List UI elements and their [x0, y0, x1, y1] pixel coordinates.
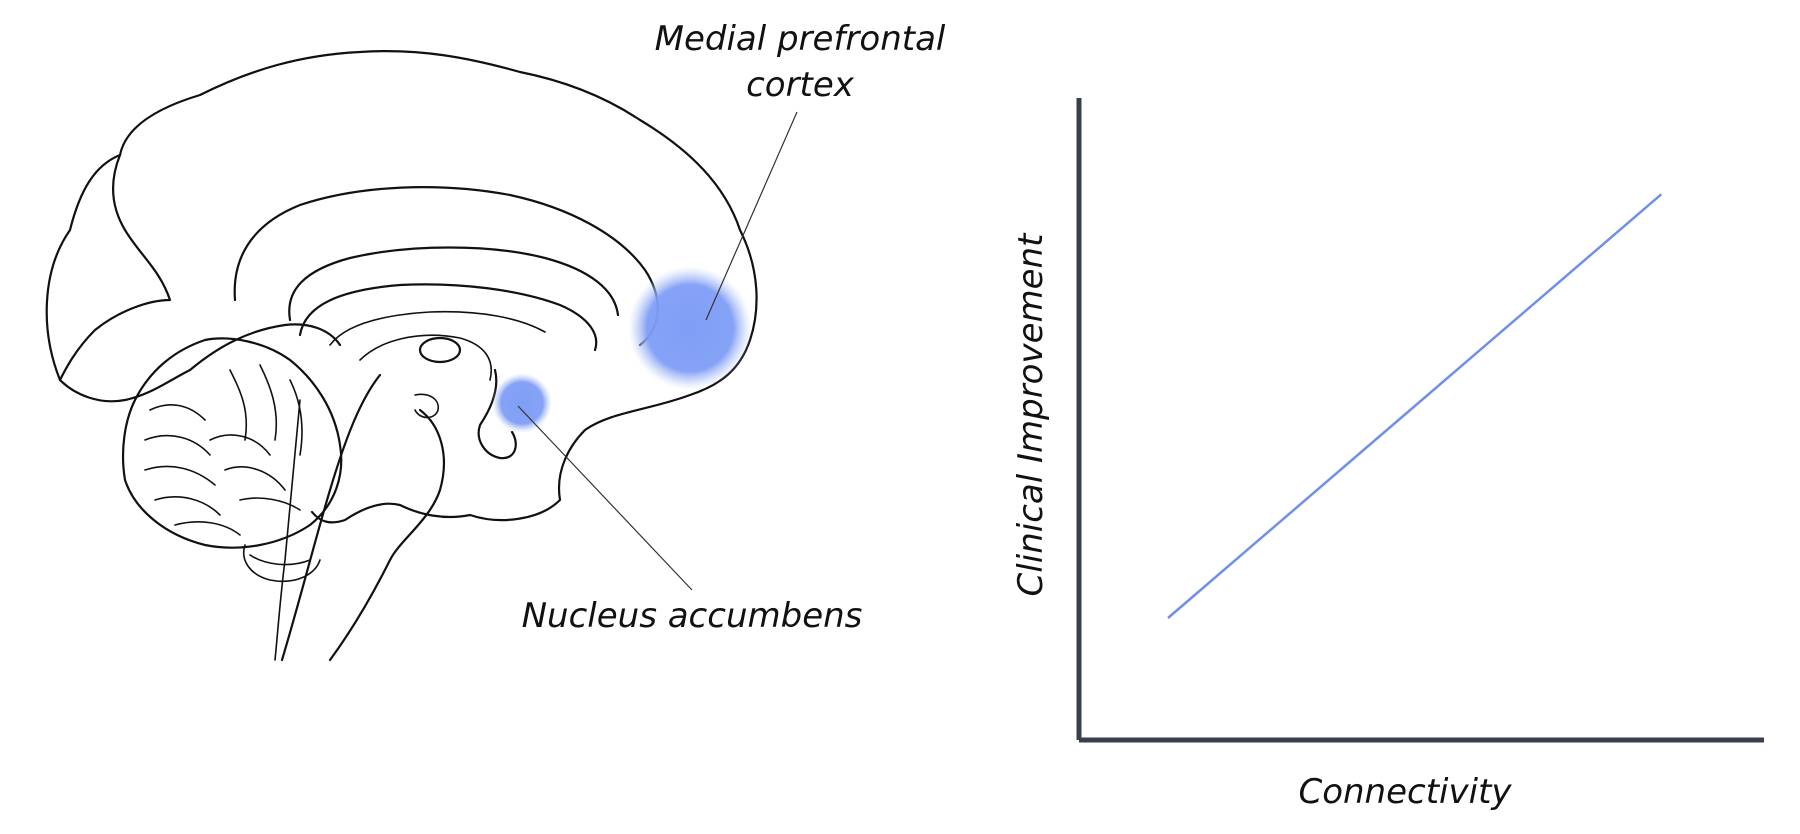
cingulate-gyrus	[233, 186, 659, 347]
series-layer	[1167, 193, 1663, 619]
fornix	[359, 334, 492, 381]
x-axis-label: Connectivity	[1298, 772, 1512, 812]
temporal-lobe	[58, 323, 342, 403]
occipital-lobe	[58, 153, 172, 382]
mpfc-highlight	[628, 266, 752, 390]
cerebellum-folia	[144, 364, 303, 536]
brainstem-front	[328, 408, 445, 662]
nucleus-accumbens-highlight	[492, 373, 552, 433]
cerebellum-outline	[121, 337, 343, 549]
series-line-0	[1167, 193, 1663, 619]
cerebellum-lower	[243, 544, 321, 582]
cerebrum-outline	[45, 50, 758, 524]
brainstem-back	[274, 399, 301, 661]
nucleus-accumbens-leader-line	[517, 405, 693, 591]
nucleus-accumbens-label: Nucleus accumbens	[522, 596, 863, 636]
brain-diagram: Medial prefrontal cortex Nucleus accumbe…	[45, 19, 946, 662]
connectivity-chart: Clinical Improvement Connectivity	[1011, 98, 1764, 812]
thalamus	[418, 336, 462, 364]
mpfc-label-line2: cortex	[746, 65, 855, 105]
brainstem	[280, 373, 382, 662]
cingulate-inner	[288, 246, 620, 322]
corpus-callosum	[298, 283, 598, 352]
corpus-callosum-inner	[329, 310, 546, 346]
mpfc-leader-line	[705, 111, 798, 321]
pons	[414, 393, 440, 419]
y-axis-label: Clinical Improvement	[1011, 232, 1051, 597]
mpfc-label-line1: Medial prefrontal	[655, 19, 946, 59]
